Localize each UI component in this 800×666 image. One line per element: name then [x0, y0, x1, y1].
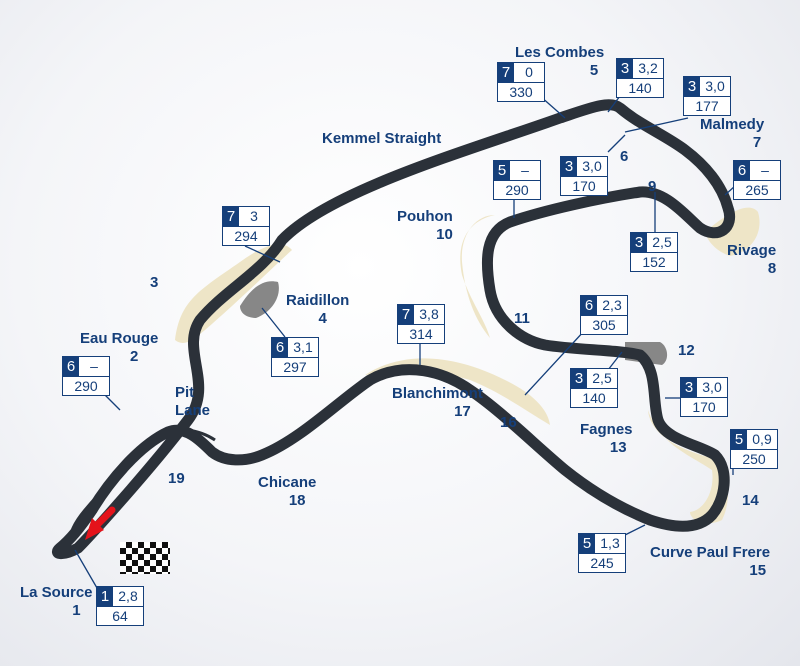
label-turn-3: 3 — [150, 274, 159, 291]
runoff-blanchimont — [365, 358, 550, 425]
label-turn-14: 14 — [742, 492, 759, 509]
label-turn-11: 11 — [514, 310, 530, 327]
label-turn-19: 19 — [168, 470, 185, 487]
leader-turn-12 — [607, 351, 623, 371]
label-turn-16: 16 — [500, 414, 517, 431]
start-arrow-shaft — [90, 506, 116, 532]
label-pit-lane: Pit Lane — [175, 384, 211, 419]
kerb-raidillon — [240, 281, 279, 318]
leader-la-source — [74, 549, 98, 589]
runoff-pouhon — [460, 215, 495, 338]
label-turn-12: 12 — [678, 342, 695, 359]
track-path — [51, 99, 736, 560]
leader-raidillon-entry — [244, 245, 281, 263]
leader-malmedy — [624, 117, 689, 133]
leader-lines — [74, 95, 736, 589]
gearbox-eau-rouge: 6–290 — [62, 356, 110, 396]
gearbox-pouhon: 5–290 — [493, 160, 541, 200]
gearbox-rivage: 6–265 — [733, 160, 781, 200]
leader-curve-paul-frere — [624, 524, 646, 536]
leader-turn-6 — [607, 134, 626, 153]
label-turn-9: 9 — [648, 178, 657, 195]
leader-les-combes — [607, 95, 621, 113]
label-kemmel-straight: Kemmel Straight — [322, 130, 442, 147]
label-turn-6: 6 — [620, 148, 629, 165]
leader-raidillon — [261, 307, 286, 338]
leader-turn-11 — [524, 329, 586, 396]
checkered-flag-icon — [120, 542, 170, 574]
runoff-rivage — [705, 207, 760, 256]
